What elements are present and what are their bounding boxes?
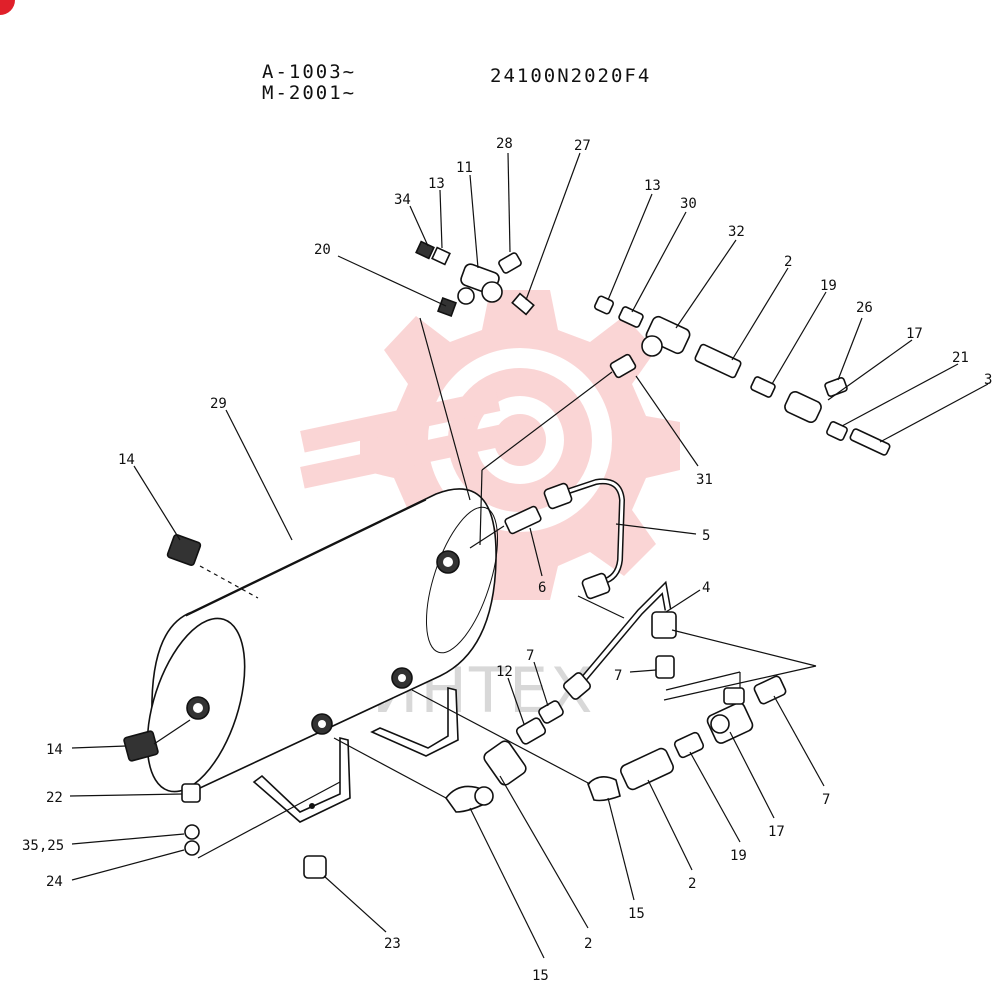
callout-15-mid: 15 [628,906,645,922]
callout-21: 21 [952,350,969,366]
callout-6: 6 [538,580,546,596]
lower-fittings [333,671,787,813]
callout-13-top-right: 13 [644,178,661,194]
serial-range-a: A-1003~ [262,61,356,83]
callout-12: 12 [496,664,513,680]
callout-15-bottom: 15 [532,968,549,984]
callout-22: 22 [46,790,63,806]
cross-fitting-group [415,240,535,501]
callout-20: 20 [314,242,331,258]
callout-19-bottom: 19 [730,848,747,864]
callout-23: 23 [384,936,401,952]
callout-35-25: 35,25 [22,838,64,854]
loose-parts [123,533,341,879]
callout-7-left: 7 [526,648,534,664]
callout-29: 29 [210,396,227,412]
callout-26: 26 [856,300,873,316]
leader-lines [69,152,989,959]
pipe-assembly-5 [469,478,626,619]
callout-24: 24 [46,874,63,890]
callout-13-top-left: 13 [428,176,445,192]
callout-34: 34 [394,192,411,208]
callout-3: 3 [984,372,992,388]
callout-28: 28 [496,136,513,152]
right-fitting-chain [479,295,891,546]
callout-19-top: 19 [820,278,837,294]
callout-7-right: 7 [822,792,830,808]
callout-2-bottom-left: 2 [584,936,592,952]
serial-range-b: M-2001~ [262,82,356,104]
callout-11: 11 [456,160,473,176]
callout-labels: 34 13 11 28 27 20 13 30 32 2 19 26 17 21… [22,136,992,984]
callout-2-bottom-right: 2 [688,876,696,892]
callout-2-top: 2 [784,254,792,270]
callout-5: 5 [702,528,710,544]
callout-4: 4 [702,580,710,596]
callout-7-center: 7 [614,668,622,684]
callout-14-top: 14 [118,452,135,468]
pipe-assembly-4 [562,580,817,701]
callout-32: 32 [728,224,745,240]
part-number: 24100N2020F4 [490,65,651,87]
air-tank [146,488,499,823]
corner-marker [0,0,15,15]
callout-17-bottom: 17 [768,824,785,840]
callout-30: 30 [680,196,697,212]
callout-27: 27 [574,138,591,154]
callout-31: 31 [696,472,713,488]
callout-14-bottom: 14 [46,742,63,758]
callout-17-top: 17 [906,326,923,342]
